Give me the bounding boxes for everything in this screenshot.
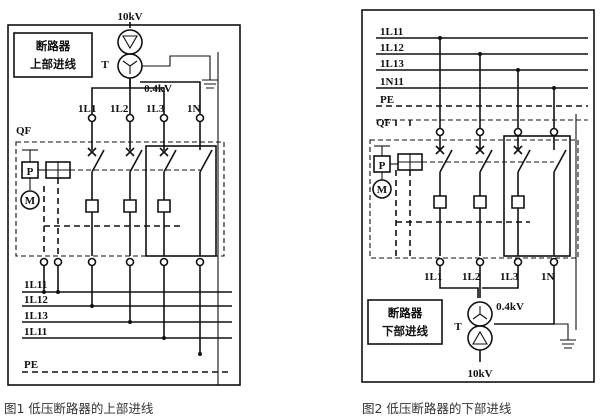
fig1-bus-1: 1L11 (24, 279, 47, 291)
fig1-earth-icon (202, 79, 218, 89)
fig2-wye-icon (472, 306, 488, 320)
fig2-bus-1: 1L11 (380, 26, 403, 38)
fig2-phase-1: 1L1 (424, 271, 442, 283)
fig2-title-box (367, 299, 443, 345)
figure-1: 断路器 上部进线 10kV T 0.4kV 1L1 1L2 1L3 1N QF (4, 11, 241, 416)
fig2-trip-units (395, 170, 530, 256)
fig1-transformer-label: T (101, 59, 109, 71)
fig2-motor-icon (372, 179, 392, 199)
fig2-bus-2: 1L12 (380, 42, 404, 54)
fig2-bus-3: 1L13 (380, 58, 404, 70)
fig1-trip-units (43, 178, 180, 256)
fig1-voltage-low: 0.4kV (144, 83, 172, 95)
fig2-breaker-enclosure (369, 139, 579, 259)
fig2-outer-frame (361, 9, 595, 383)
fig2-transformer-primary (467, 325, 493, 351)
fig1-phase-1: 1L1 (78, 103, 96, 115)
fig1-box-line1: 断路器 (36, 39, 71, 53)
fig2-transformer-label: T (454, 321, 462, 333)
fig2-phase-3: 1L3 (500, 271, 519, 283)
fig2-box-line1: 断路器 (388, 306, 423, 320)
fig1-bottom-terminals (39, 257, 205, 267)
fig1-bus-4: 1L11 (24, 326, 47, 338)
fig1-voltage-high: 10kV (117, 11, 142, 23)
fig2-bus-lines (376, 37, 588, 121)
fig1-bus-3: 1L13 (24, 310, 48, 322)
fig2-lead-l3 (482, 266, 519, 289)
fig1-neutral-pole-box (145, 145, 217, 257)
fig1-motor-icon (20, 190, 40, 210)
fig1-delta-icon (122, 35, 138, 50)
fig2-box-line2: 下部进线 (382, 324, 428, 338)
fig1-lead-l3 (130, 87, 165, 114)
fig2-voltage-high: 10kV (467, 368, 492, 380)
fig2-bottom-terminals (435, 257, 559, 267)
fig1-bus-lines (22, 291, 232, 373)
fig1-drops (42, 266, 202, 356)
fig2-lead-l1 (439, 266, 479, 298)
fig2-neutral-earth-lead (554, 323, 569, 340)
fig1-p-label: P (27, 166, 34, 178)
fig2-switch-poles (422, 136, 567, 256)
fig2-bus-4: 1N11 (380, 76, 404, 88)
figure-2: 1L11 1L12 1L13 1N11 PE QF P M (361, 9, 595, 416)
fig2-release-grid (398, 154, 422, 170)
fig1-wye-icon (122, 60, 138, 74)
fig2-earth-icon (560, 339, 576, 349)
fig1-phase-2: 1L2 (110, 103, 129, 115)
fig1-transformer-primary (117, 29, 143, 55)
fig2-voltage-low: 0.4kV (496, 301, 524, 313)
fig1-lead-n (140, 81, 201, 114)
fig2-risers (395, 36, 556, 128)
fig1-title-box (13, 32, 93, 78)
fig2-top-terminals (435, 127, 559, 137)
fig2-delta-icon (472, 330, 488, 345)
fig2-phase-2: 1L2 (462, 271, 481, 283)
fig2-caption: 图2 低压断路器的下部进线 (362, 401, 512, 416)
fig1-m-label: M (25, 195, 36, 207)
fig1-qf-label: QF (16, 125, 32, 137)
fig2-qf-label: QF (376, 117, 392, 129)
fig1-caption: 图1 低压断路器的上部进线 (4, 401, 154, 416)
fig1-switch-poles (70, 122, 213, 256)
fig1-bus-5: PE (24, 359, 38, 371)
fig1-neutral-lead (142, 55, 211, 80)
fig1-bus-2: 1L12 (24, 294, 48, 306)
fig1-outer-frame (7, 24, 241, 386)
fig2-phase-4: 1N (541, 271, 555, 283)
fig1-release-grid (46, 162, 70, 178)
fig2-neutral-pole-box (503, 135, 571, 257)
fig1-box-line2: 上部进线 (30, 57, 76, 71)
fig2-bus-5: PE (380, 94, 394, 106)
fig1-breaker-enclosure (15, 141, 225, 257)
fig1-top-terminals (87, 113, 205, 123)
fig2-p-label: P (379, 160, 386, 172)
fig1-phase-4: 1N (187, 103, 201, 115)
fig1-phase-3: 1L3 (146, 103, 165, 115)
fig2-m-label: M (377, 184, 388, 196)
